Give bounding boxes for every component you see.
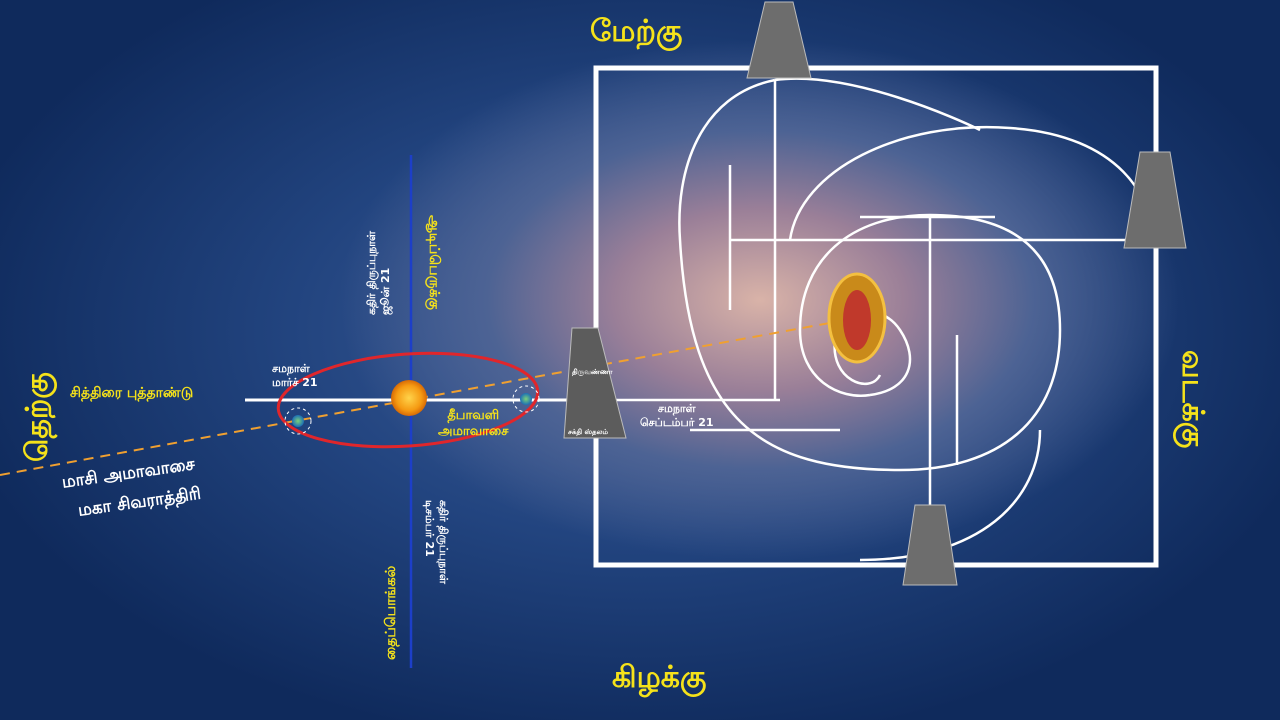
earth-icon-left [284,407,312,435]
label-march-equinox: சமநாள் மார்ச் 21 [272,362,318,389]
label-thai-pongal: தைப்பொங்கல் [383,565,399,660]
label-temple-small-bottom: சக்தி ஸ்தலம் [568,428,609,436]
direction-east: கிழக்கு [612,660,707,695]
ecliptic-line [0,321,836,476]
temple-tower-top [746,1,812,79]
label-temple-small-top: திருவண்ணா [572,368,613,376]
label-deepavali: தீபாவளி அமாவாசை [438,408,509,439]
label-september-equinox: சமநாள் செப்டம்பர் 21 [640,402,714,429]
deity-icon [827,272,887,364]
earth-orbit [276,351,540,449]
sun-icon [391,380,427,416]
temple-tower-bottom [902,504,958,586]
label-june-solstice: கதிர் திருப்புநாள் ஜூன் 21 [365,231,392,315]
temple-tower-right [1123,151,1187,249]
label-aadi: ஆடிப்பெருக்கு [426,215,442,310]
earth-icon-right [512,385,540,413]
label-december-solstice: கதிர் திருப்புநாள் டிசம்பர் 21 [423,500,450,584]
temple-square [593,65,1159,568]
temple-tower-center [563,327,627,439]
direction-north: வடக்கு [1175,350,1210,449]
direction-west: மேற்கு [590,14,683,49]
spiral-glyph [600,77,1155,562]
direction-south: தெற்கு [20,372,55,462]
label-new-year: சித்திரை புத்தாண்டு [70,385,194,401]
